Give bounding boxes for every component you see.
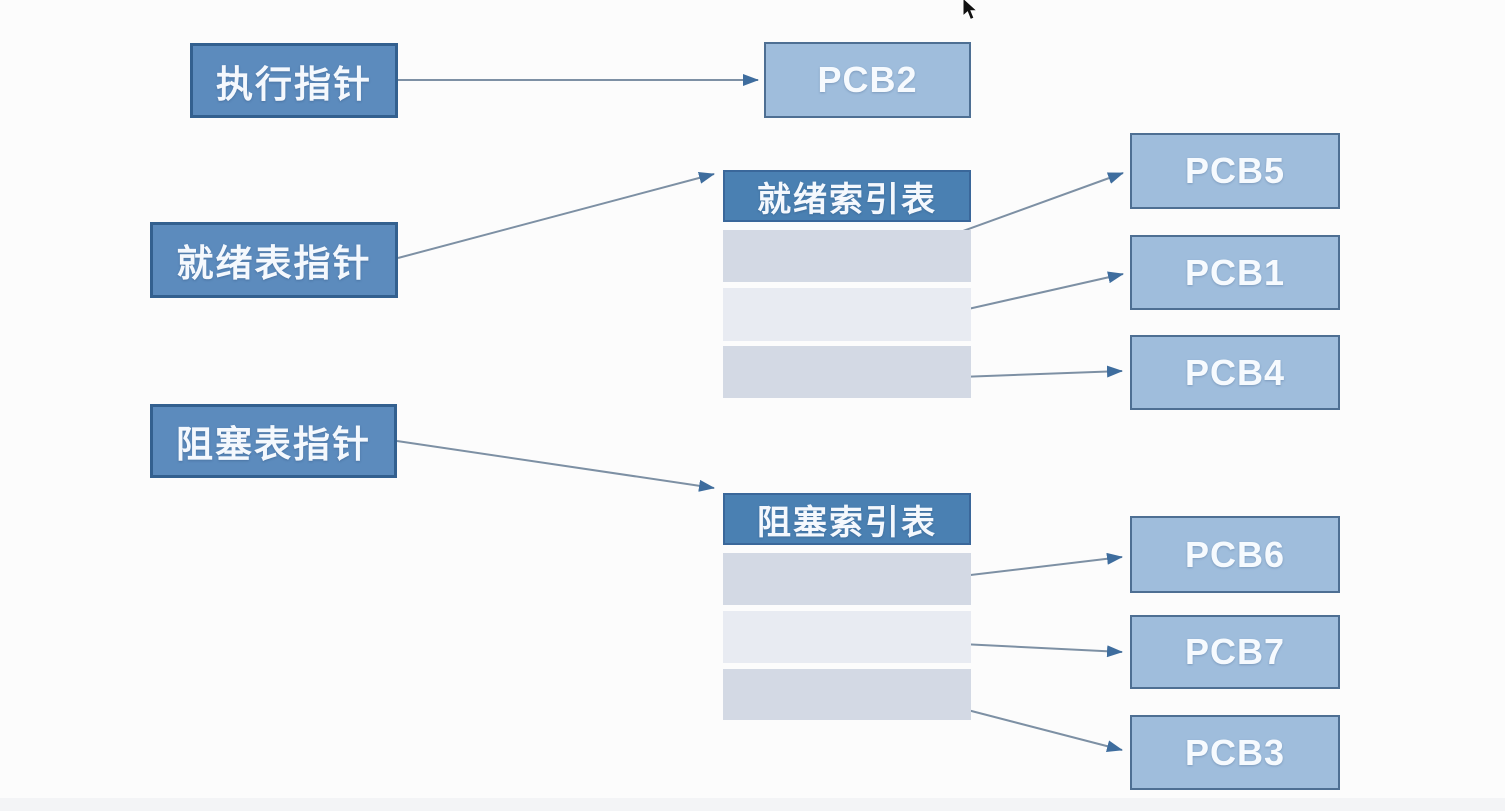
pcb-box-blocked-1: PCB6 bbox=[1130, 516, 1340, 593]
blocked-index-table-header: 阻塞索引表 bbox=[723, 493, 971, 545]
bottom-edge-band bbox=[0, 798, 1505, 811]
pcb-box-running: PCB2 bbox=[764, 42, 971, 118]
pcb-box-ready-2: PCB1 bbox=[1130, 235, 1340, 310]
blocked-pointer-box: 阻塞表指针 bbox=[150, 404, 397, 478]
pcb-box-ready-3: PCB4 bbox=[1130, 335, 1340, 410]
blocked-index-table-row-2 bbox=[723, 611, 971, 663]
pcb-box-blocked-2: PCB7 bbox=[1130, 615, 1340, 689]
blocked-index-table-row-3 bbox=[723, 669, 971, 720]
blocked-index-table-row-1 bbox=[723, 553, 971, 605]
ready-index-table-row-1 bbox=[723, 230, 971, 282]
pcb-box-blocked-3: PCB3 bbox=[1130, 715, 1340, 790]
exec-pointer-box: 执行指针 bbox=[190, 43, 398, 118]
ready-pointer-box: 就绪表指针 bbox=[150, 222, 398, 298]
pcb-box-ready-1: PCB5 bbox=[1130, 133, 1340, 209]
arrow-blocked-to-table bbox=[396, 440, 715, 492]
ready-index-table-row-3 bbox=[723, 346, 971, 398]
arrow-ready-to-table bbox=[397, 172, 715, 259]
ready-index-table-header: 就绪索引表 bbox=[723, 170, 971, 222]
ready-index-table-row-2 bbox=[723, 288, 971, 341]
mouse-cursor-icon bbox=[962, 0, 979, 21]
